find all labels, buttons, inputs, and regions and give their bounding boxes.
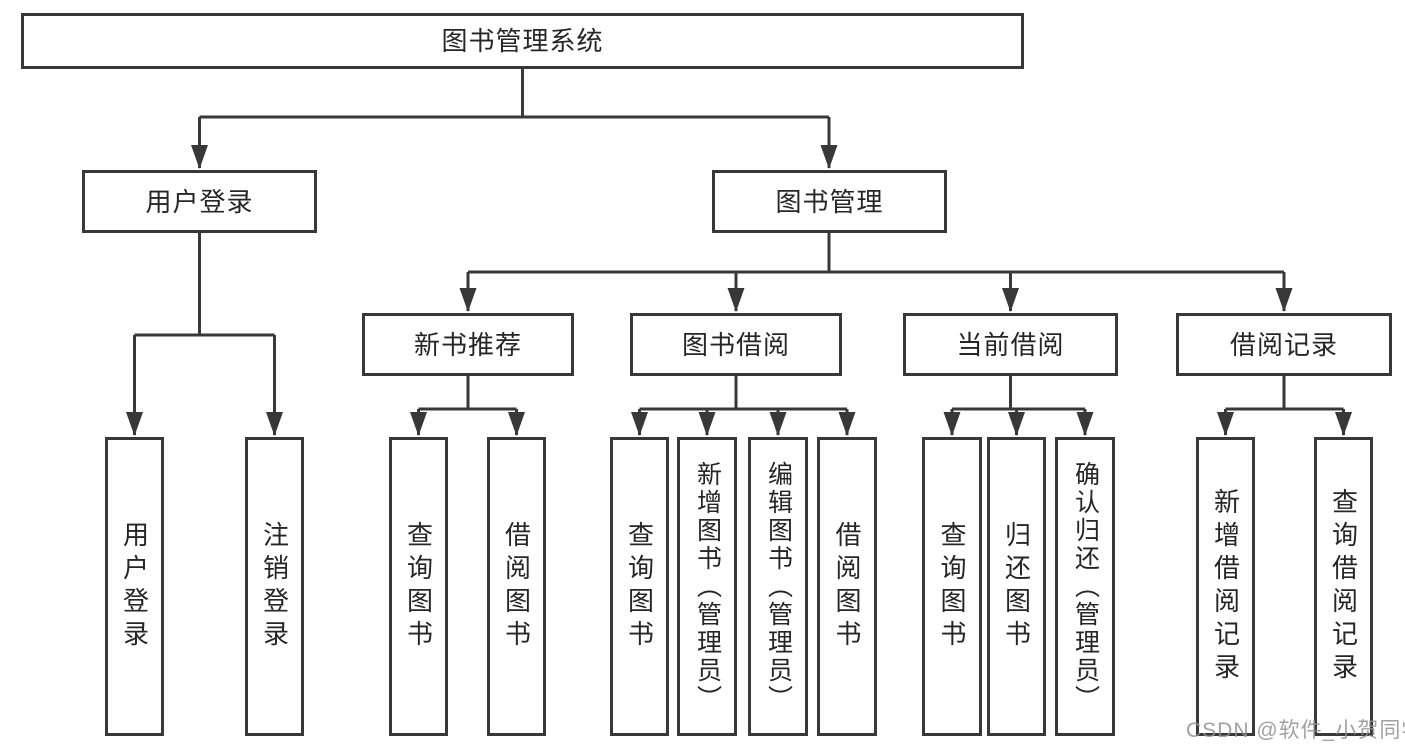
- leaf-edit-book-admin: 编辑图书（管理员）: [748, 437, 808, 736]
- leaf-confirm-return-admin: 确认归还（管理员）: [1055, 437, 1115, 736]
- leaf-return-book: 归还图书: [987, 437, 1046, 736]
- leaf-query-book-borrow: 查询图书: [610, 437, 669, 736]
- leaf-query-book-recommend: 查询图书: [389, 437, 448, 736]
- connector-bars: [134, 69, 1344, 411]
- csdn-watermark: CSDN @软件_小贺同学: [1186, 719, 1405, 742]
- leaf-borrow-book: 借阅图书: [817, 437, 877, 736]
- node-book-borrow: 图书借阅: [630, 313, 842, 376]
- node-user-login: 用户登录: [82, 170, 317, 233]
- leaf-add-borrow-record: 新增借阅记录: [1196, 437, 1255, 736]
- leaf-user-login: 用户登录: [105, 437, 164, 736]
- node-book-management: 图书管理: [712, 170, 947, 233]
- node-current-borrow: 当前借阅: [903, 313, 1118, 376]
- leaf-logout: 注销登录: [245, 437, 304, 736]
- connector-group: [126, 69, 1352, 436]
- leaf-add-book-admin: 新增图书（管理员）: [677, 437, 737, 736]
- leaf-borrow-book-recommend: 借阅图书: [487, 437, 546, 736]
- node-borrow-records: 借阅记录: [1176, 313, 1392, 376]
- leaf-query-book-current: 查询图书: [922, 437, 982, 736]
- node-root-library-system: 图书管理系统: [21, 13, 1024, 69]
- node-new-book-recommend: 新书推荐: [362, 313, 574, 376]
- leaf-query-borrow-record: 查询借阅记录: [1314, 437, 1373, 736]
